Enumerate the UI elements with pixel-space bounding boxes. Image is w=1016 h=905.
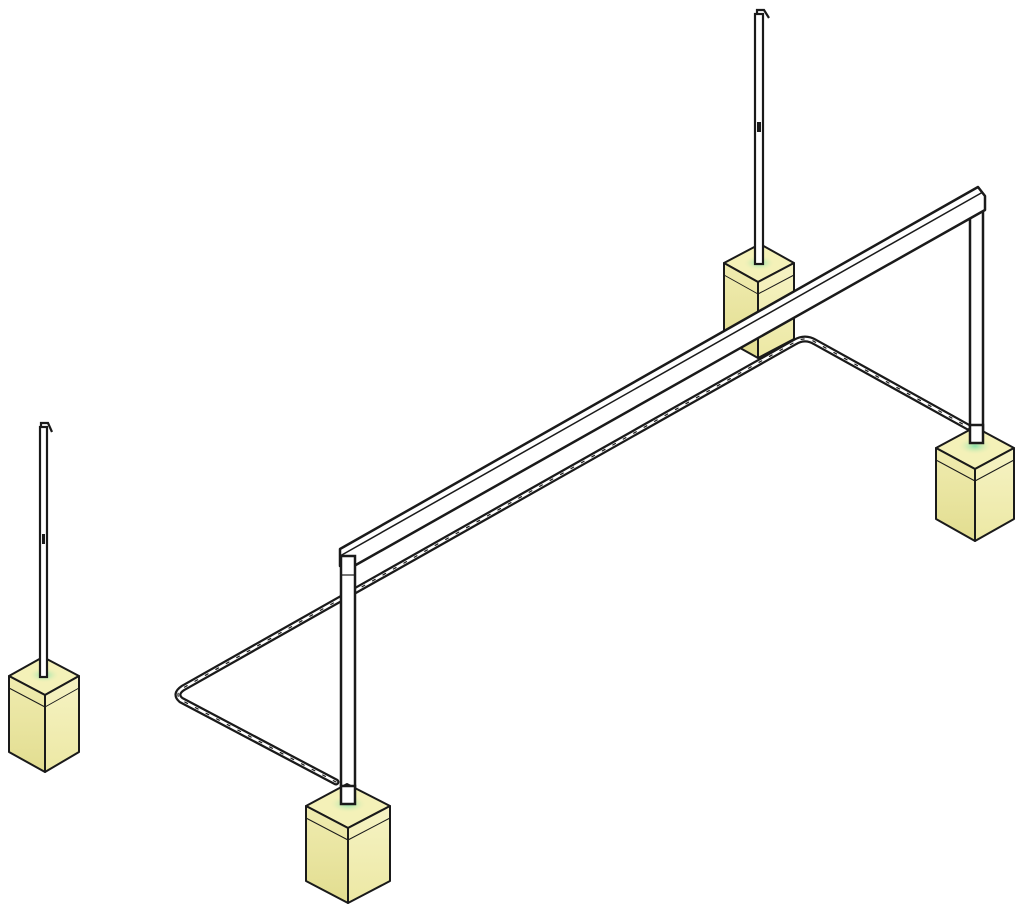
frame-column-left-base: [339, 784, 357, 806]
footing-block-front: [305, 783, 391, 904]
footing-block-right: [935, 426, 1015, 542]
frame-beam: [338, 185, 987, 568]
pole-back: [753, 8, 770, 266]
frame-column-right-base: [968, 423, 985, 445]
ground-cable: [174, 335, 972, 786]
frame-column-left: [339, 554, 357, 804]
frame-column-right: [968, 194, 985, 442]
pole-left: [38, 421, 54, 679]
